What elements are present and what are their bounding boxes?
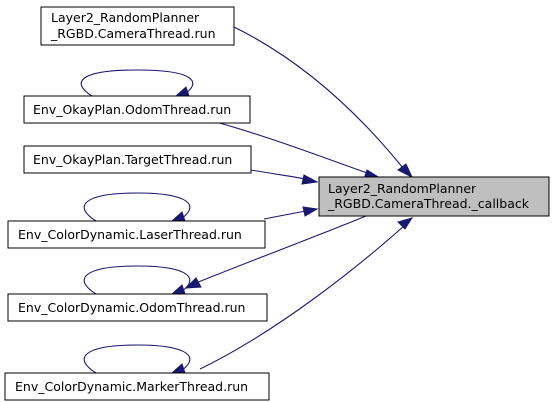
edge-color-marker-to-callback — [199, 225, 405, 370]
edge-arrowhead — [301, 174, 319, 185]
edge-arrowhead — [397, 163, 414, 179]
node-label-line: _RGBD.CameraThread._callback — [327, 196, 530, 211]
node-color-marker[interactable]: Env_ColorDynamic.MarkerThread.run — [4, 372, 270, 401]
node-label-line: Env_OkayPlan.OdomThread.run — [33, 102, 231, 117]
node-okay-odom[interactable]: Env_OkayPlan.OdomThread.run — [23, 95, 251, 124]
node-label-line: Layer2_RandomPlanner — [328, 181, 477, 196]
edge-arrowhead — [397, 217, 414, 230]
node-label-line: _RGBD.CameraThread.run — [50, 26, 216, 41]
self-loop-arrowhead — [170, 211, 186, 222]
node-label-line: Env_ColorDynamic.LaserThread.run — [18, 227, 242, 242]
edge-okay-odom-to-callback — [215, 121, 371, 175]
node-label-line: Env_OkayPlan.TargetThread.run — [33, 152, 232, 167]
node-okay-target[interactable]: Env_OkayPlan.TargetThread.run — [23, 145, 252, 174]
self-loop-arrowhead — [170, 363, 186, 374]
self-loop-arrowhead — [170, 284, 186, 295]
self-loop-arrowhead — [174, 86, 190, 97]
self-loop-okay-odom — [80, 69, 194, 97]
node-label-line: Env_ColorDynamic.OdomThread.run — [18, 300, 245, 315]
node-target-callback[interactable]: Layer2_RandomPlanner _RGBD.CameraThread.… — [318, 176, 550, 217]
edge-okay-target-to-callback — [250, 169, 307, 180]
edge-arrowhead — [184, 277, 202, 289]
node-color-odom[interactable]: Env_ColorDynamic.OdomThread.run — [7, 293, 268, 322]
edges — [80, 26, 414, 374]
edge-camera-run-to-callback — [233, 26, 404, 169]
edge-arrowhead — [302, 206, 319, 217]
node-label-line: Layer2_RandomPlanner — [51, 10, 200, 25]
self-loop-color-odom — [83, 265, 191, 295]
node-camera-run[interactable]: Layer2_RandomPlanner _RGBD.CameraThread.… — [40, 6, 235, 46]
edge-color-laser-to-callback — [263, 210, 307, 220]
self-loop-color-marker — [83, 344, 191, 374]
node-label-line: Env_ColorDynamic.MarkerThread.run — [15, 379, 248, 394]
edge-callback-to-color-odom — [195, 215, 367, 284]
node-color-laser[interactable]: Env_ColorDynamic.LaserThread.run — [7, 220, 266, 249]
self-loop-color-laser — [83, 192, 191, 222]
